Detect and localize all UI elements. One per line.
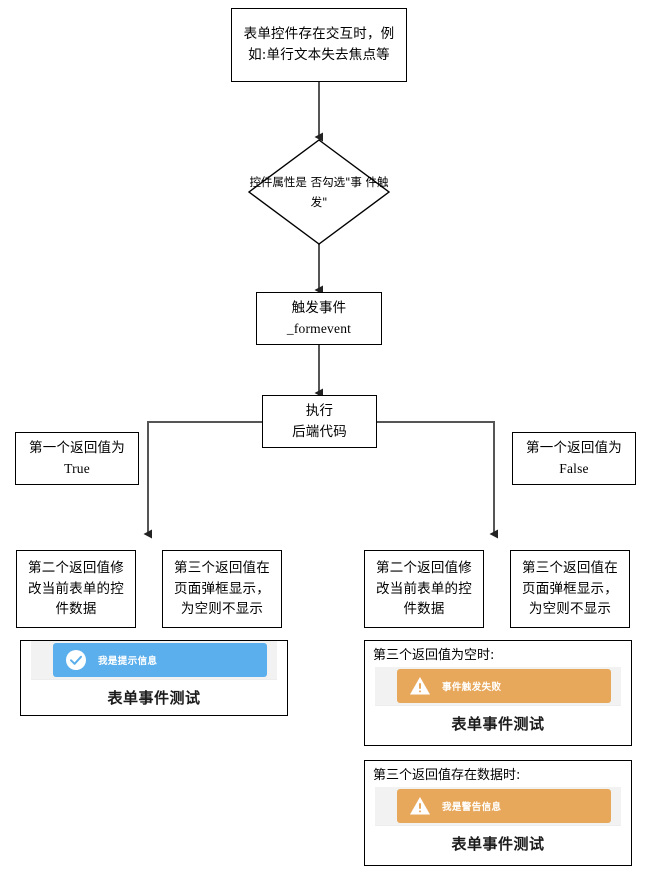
- toast-warning-data-text: 我是警告信息: [442, 801, 502, 813]
- toast-warning-empty-text: 事件触发失败: [442, 681, 502, 693]
- node-true-third-return: 第三个返回值在 页面弹框显示， 为空则不显示: [162, 550, 282, 628]
- toast-strip-warning-empty: 事件触发失败: [375, 666, 621, 706]
- caption-warning-empty: 第三个返回值为空时:: [373, 648, 495, 663]
- node-trigger-line-2: _formevent: [286, 320, 352, 336]
- check-circle-icon: [65, 649, 87, 671]
- node-start-line-2: 如:单行文本失去焦点等: [248, 47, 390, 63]
- node-trigger-event: 触发事件 _formevent: [256, 292, 382, 345]
- node-true-third-line-1: 第三个返回值在: [174, 559, 270, 576]
- toast-warning-data: 我是警告信息: [397, 788, 611, 823]
- mock-title-success: 表单事件测试: [107, 689, 201, 707]
- node-branch-false: 第一个返回值为 False: [512, 432, 636, 485]
- toast-strip-success: 我是提示信息: [31, 641, 277, 680]
- node-execute-line-1: 执行: [305, 402, 334, 419]
- node-decision-label: 控件属性是 否勾选"事 件触发": [248, 139, 390, 245]
- toast-warning-empty: 事件触发失败: [397, 668, 611, 703]
- node-false-third-line-1: 第三个返回值在: [522, 559, 618, 576]
- node-decision-line-2: 否勾选"事: [310, 174, 362, 189]
- node-trigger-line-1: 触发事件: [291, 299, 347, 316]
- node-start: 表单控件存在交互时，例 如:单行文本失去焦点等: [231, 8, 407, 82]
- edge-execute-false-branch: [377, 421, 498, 539]
- node-false-second-line-3: 件数据: [403, 601, 445, 618]
- node-branch-true: 第一个返回值为 True: [15, 432, 139, 485]
- node-branch-false-line-1: 第一个返回值为: [526, 439, 622, 456]
- edge-execute-true-branch: [143, 421, 262, 539]
- mock-app-warning-data: 我是警告信息 表单事件测试: [375, 786, 621, 863]
- node-false-second-line-1: 第二个返回值修: [376, 559, 472, 576]
- screenshot-panel-warning-empty: 第三个返回值为空时: 事件触发失败 表单事件测试: [364, 640, 632, 746]
- node-false-second-return: 第二个返回值修 改当前表单的控 件数据: [364, 550, 484, 628]
- node-decision-line-1: 控件属性是: [249, 174, 307, 189]
- mock-title-warning-data: 表单事件测试: [451, 834, 545, 853]
- warning-triangle-icon: [409, 795, 431, 817]
- node-true-second-line-3: 件数据: [55, 601, 97, 618]
- diamond-shape-icon: [248, 139, 390, 245]
- toast-success: 我是提示信息: [53, 643, 267, 677]
- node-false-third-return: 第三个返回值在 页面弹框显示， 为空则不显示: [510, 550, 630, 628]
- node-execute-backend: 执行 后端代码: [262, 395, 377, 448]
- mock-app-warning-empty: 事件触发失败 表单事件测试: [375, 666, 621, 743]
- caption-warning-data: 第三个返回值存在数据时:: [373, 768, 521, 783]
- screenshot-panel-success: 我是提示信息 表单事件测试: [20, 640, 288, 716]
- node-false-third-line-3: 为空则不显示: [528, 601, 612, 618]
- node-true-second-line-1: 第二个返回值修: [28, 559, 124, 576]
- node-branch-true-line-2: True: [64, 460, 90, 476]
- node-false-third-line-2: 页面弹框显示，: [522, 580, 618, 597]
- node-execute-line-2: 后端代码: [292, 423, 347, 440]
- node-branch-false-line-2: False: [559, 460, 589, 476]
- toast-strip-warning-data: 我是警告信息: [375, 786, 621, 826]
- node-decision: 控件属性是 否勾选"事 件触发": [248, 139, 390, 245]
- toast-success-text: 我是提示信息: [98, 656, 158, 667]
- node-true-third-line-3: 为空则不显示: [180, 601, 264, 618]
- node-true-second-line-2: 改当前表单的控: [28, 580, 124, 597]
- mock-app-success: 我是提示信息 表单事件测试: [31, 641, 277, 715]
- node-decision-line-3: 件触发": [310, 174, 389, 209]
- node-true-third-line-2: 页面弹框显示，: [174, 580, 270, 597]
- node-branch-true-line-1: 第一个返回值为: [29, 439, 125, 456]
- node-false-second-line-2: 改当前表单的控: [376, 580, 472, 597]
- warning-triangle-icon: [409, 675, 431, 697]
- screenshot-panel-warning-data: 第三个返回值存在数据时: 我是警告信息 表单事件测试: [364, 760, 632, 866]
- node-start-line-1: 表单控件存在交互时，例: [243, 26, 395, 43]
- node-true-second-return: 第二个返回值修 改当前表单的控 件数据: [16, 550, 136, 628]
- mock-title-warning-empty: 表单事件测试: [451, 714, 545, 733]
